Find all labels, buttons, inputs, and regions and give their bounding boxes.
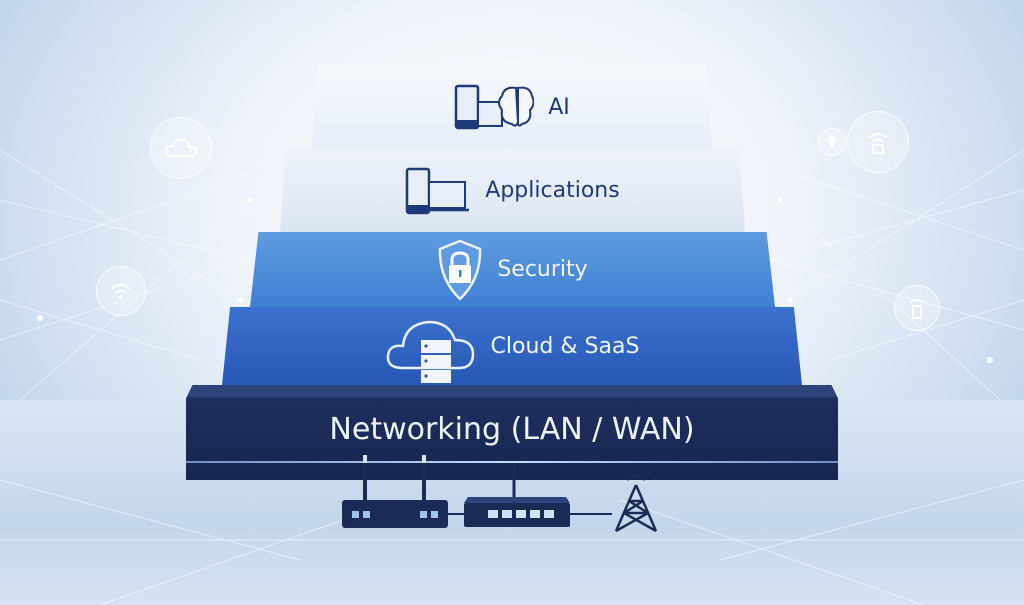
layer-networking: Networking (LAN / WAN) — [186, 385, 838, 480]
devices-icon — [406, 167, 470, 214]
layer-networking-label: Networking (LAN / WAN) — [329, 412, 695, 447]
wifi-device-badge-icon — [847, 111, 909, 173]
layer-ai-label: AI — [548, 94, 570, 120]
layer-applications-label: Applications — [485, 178, 620, 203]
cloud-network-badge-icon — [150, 117, 212, 179]
layer-cloud-saas-label: Cloud & SaaS — [490, 333, 640, 359]
lightbulb-badge-icon — [818, 128, 846, 156]
cell-tower-icon — [614, 467, 658, 533]
smart-device-badge-icon — [894, 285, 940, 331]
shield-lock-icon — [439, 239, 482, 301]
cloud-server-icon — [386, 320, 474, 383]
layer-applications: Applications — [280, 149, 745, 232]
devices-brain-icon — [454, 84, 535, 130]
layer-security: Security — [250, 232, 775, 307]
router-icon — [342, 455, 448, 528]
network-devices-icon — [342, 455, 658, 533]
switch-icon — [464, 497, 570, 527]
layer-ai: AI — [312, 65, 712, 149]
layer-security-label: Security — [497, 257, 588, 282]
networking-glow-line — [186, 461, 838, 463]
layer-cloud-saas: Cloud & SaaS — [222, 307, 802, 385]
wifi-badge-icon — [96, 266, 146, 316]
